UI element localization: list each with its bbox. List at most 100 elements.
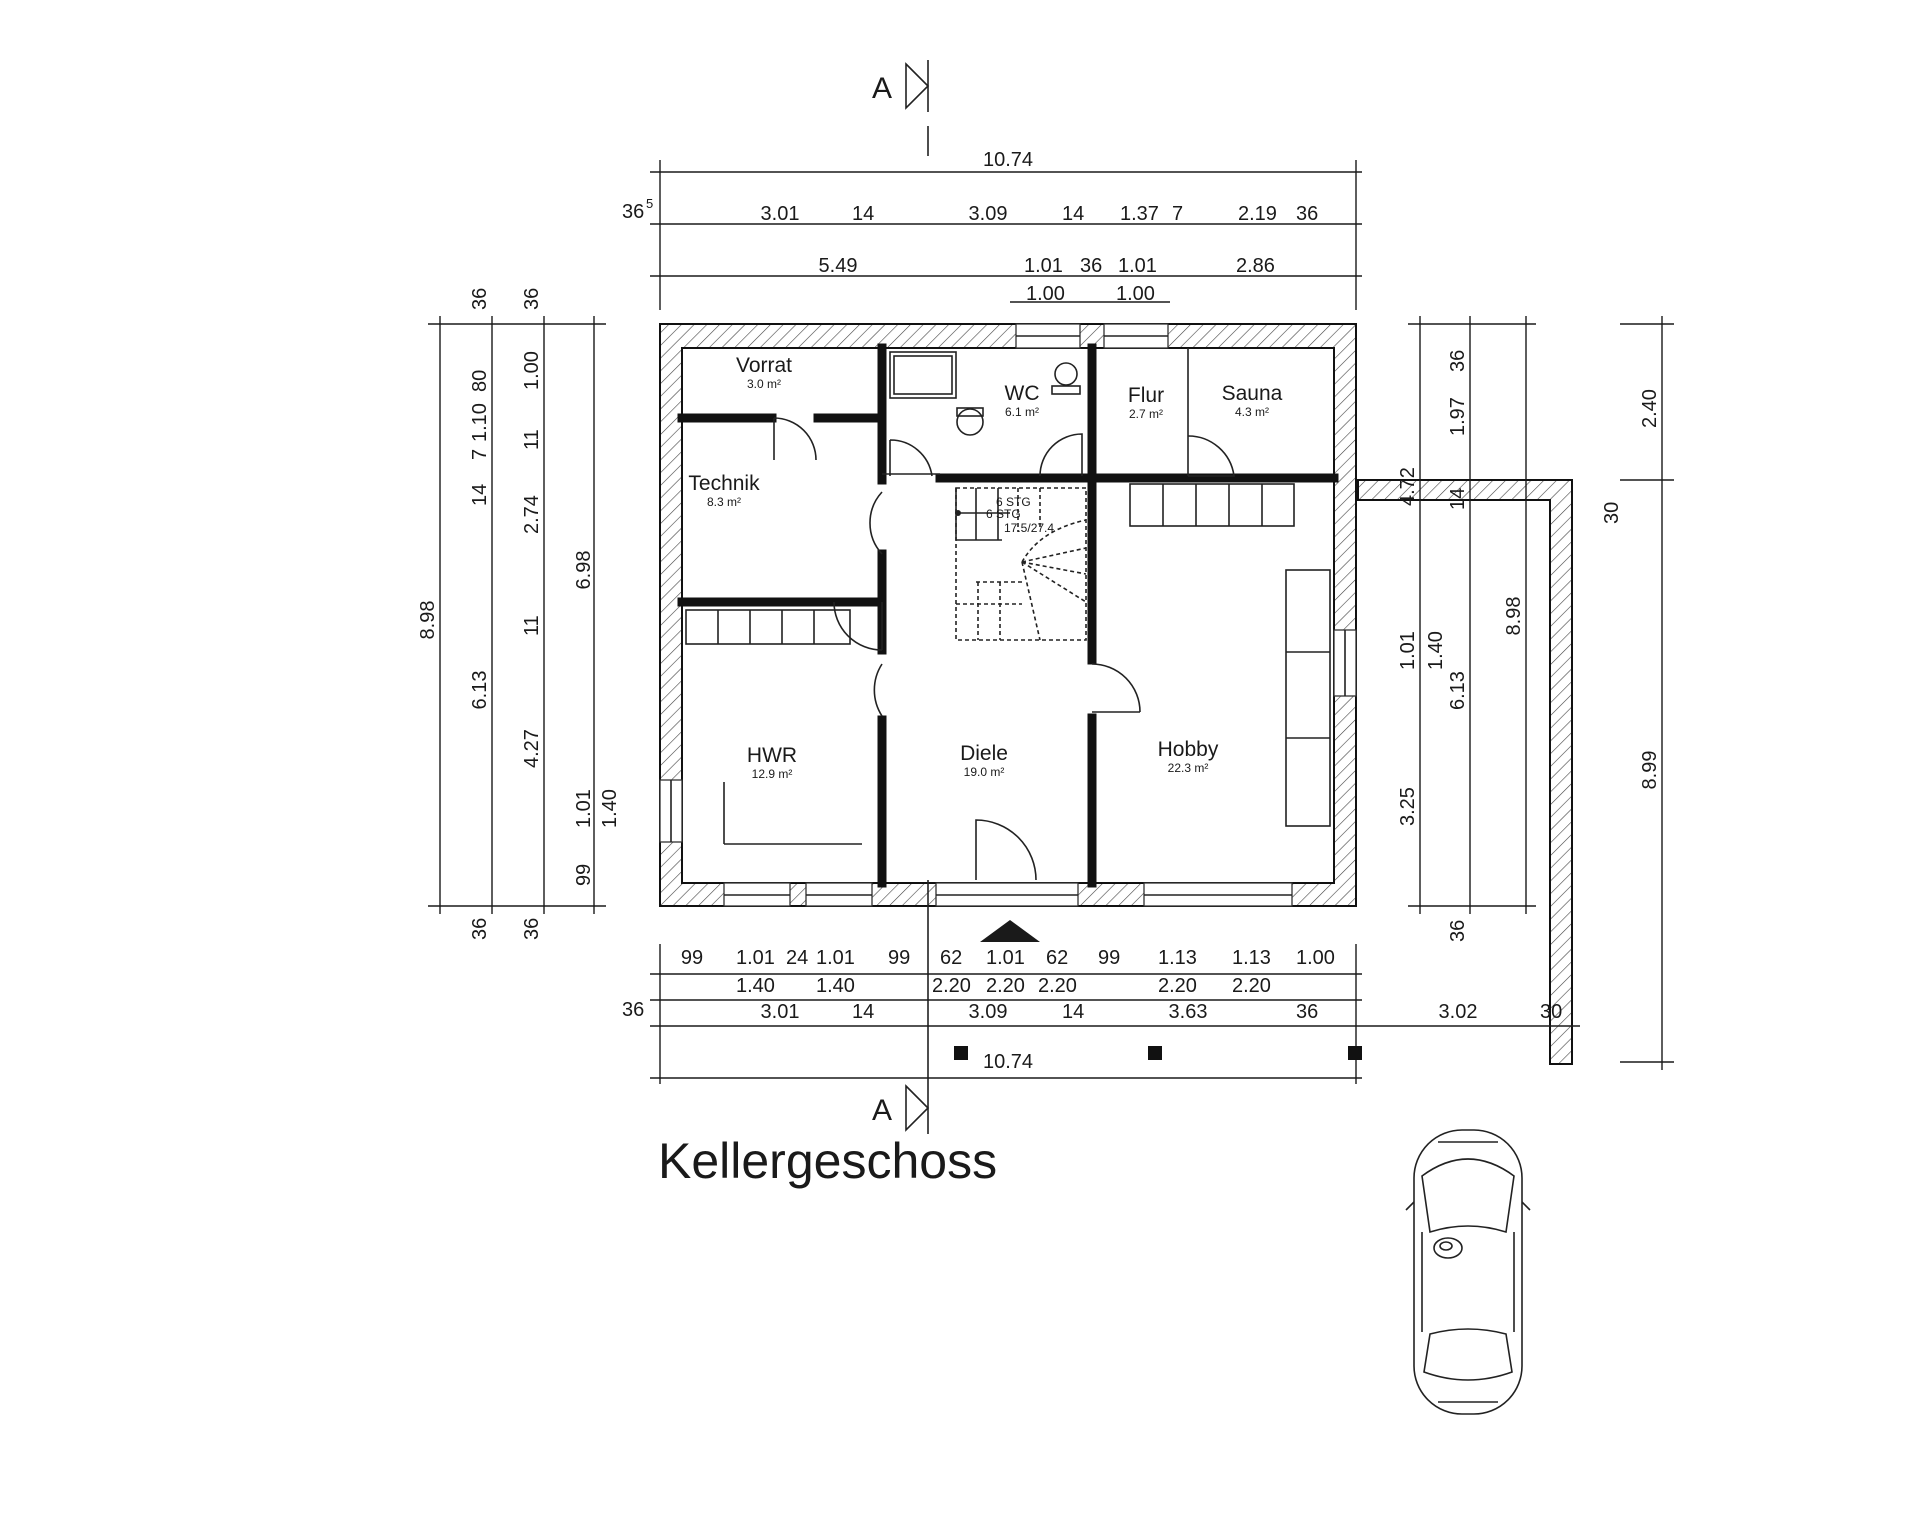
dim-top-a: 36 <box>622 201 644 223</box>
dim-bot-28: 30 <box>1540 1001 1562 1023</box>
dim-left-5: 14 <box>469 484 491 506</box>
dim-right-13: 8.99 <box>1639 751 1661 790</box>
dim-top-p: 1.00 <box>1116 283 1155 305</box>
dim-bot-8: 62 <box>1046 947 1068 969</box>
dim-bot-22: 14 <box>852 1001 874 1023</box>
dim-bot-9: 99 <box>1098 947 1120 969</box>
dim-top-d: 3.09 <box>969 203 1008 225</box>
dim-top-j: 5.49 <box>819 255 858 277</box>
dim-left-16: 1.01 <box>573 789 595 828</box>
dimensions-bottom: 99 1.01 24 1.01 99 62 1.01 62 99 1.13 1.… <box>622 944 1580 1084</box>
dim-right-4: 3.25 <box>1397 787 1419 826</box>
dim-left-9: 1.00 <box>521 351 543 390</box>
dim-bot-12: 1.00 <box>1296 947 1335 969</box>
doors <box>773 417 1235 881</box>
dim-left-8: 36 <box>521 288 543 310</box>
dim-bot-1: 99 <box>681 947 703 969</box>
dimensions-left: 8.98 36 80 1.10 7 14 6.13 36 36 1.00 11 … <box>417 288 621 940</box>
dim-left-13: 4.27 <box>521 729 543 768</box>
dim-right-3: 1.40 <box>1425 631 1447 670</box>
dim-bot-6: 62 <box>940 947 962 969</box>
dim-left-18: 99 <box>573 864 595 886</box>
dim-bot-24: 14 <box>1062 1001 1084 1023</box>
room-name-sauna: Sauna <box>1222 382 1283 405</box>
car-icon <box>1405 1129 1531 1415</box>
dim-right-5: 36 <box>1447 920 1469 942</box>
dim-bot-13: 1.40 <box>736 975 775 997</box>
dim-left-3: 1.10 <box>469 403 491 442</box>
stair-label: 6 STG <box>996 495 1031 509</box>
dim-bot-15: 2.20 <box>932 975 971 997</box>
room-labels: Vorrat 3.0 m² WC 6.1 m² Flur 2.7 m² Saun… <box>688 354 1282 781</box>
section-label-top: A <box>872 72 892 105</box>
dim-right-6: 1.97 <box>1447 397 1469 436</box>
room-area-vorrat: 3.0 m² <box>747 377 781 391</box>
dim-left-15: 6.98 <box>573 551 595 590</box>
plan-title: Kellergeschoss <box>658 1133 997 1189</box>
room-area-diele: 19.0 m² <box>964 765 1005 779</box>
dim-right-1: 4.72 <box>1397 467 1419 506</box>
dim-top-e: 14 <box>1062 203 1084 225</box>
dim-bot-total: 10.74 <box>983 1051 1033 1073</box>
dim-top-g: 7 <box>1172 203 1183 225</box>
room-area-technik: 8.3 m² <box>707 495 741 509</box>
room-name-technik: Technik <box>688 472 760 495</box>
dim-top-total: 10.74 <box>983 149 1033 171</box>
stair-ratio: 17.5/27.4 <box>1004 521 1054 535</box>
dim-top-f: 1.37 <box>1120 203 1159 225</box>
dim-bot-10: 1.13 <box>1158 947 1197 969</box>
room-area-flur: 2.7 m² <box>1129 407 1163 421</box>
section-label-bottom: A <box>872 1094 892 1127</box>
room-name-hwr: HWR <box>747 744 797 767</box>
dim-top-h: 2.19 <box>1238 203 1277 225</box>
stairs: 6 STG 6 STG 17.5/27.4 <box>955 487 1087 641</box>
dim-bot-4: 1.01 <box>816 947 855 969</box>
dim-right-7: 36 <box>1447 350 1469 372</box>
room-area-sauna: 4.3 m² <box>1235 405 1269 419</box>
room-area-hobby: 22.3 m² <box>1168 761 1209 775</box>
section-marker-bottom: A <box>872 880 930 1134</box>
dim-right-9: 6.13 <box>1447 671 1469 710</box>
dim-left-14: 36 <box>521 918 543 940</box>
dim-bot-17: 2.20 <box>1038 975 1077 997</box>
dim-left-7: 36 <box>469 918 491 940</box>
dim-left-17: 1.40 <box>599 789 621 828</box>
dim-top-m: 1.01 <box>1118 255 1157 277</box>
dim-bot-19: 2.20 <box>1232 975 1271 997</box>
dim-bot-14: 1.40 <box>816 975 855 997</box>
dim-left-10: 11 <box>521 429 543 450</box>
dimensions-right: 4.72 1.01 1.40 3.25 36 1.97 36 14 6.13 8… <box>1397 316 1674 1070</box>
room-area-hwr: 12.9 m² <box>752 767 793 781</box>
room-name-hobby: Hobby <box>1158 738 1219 761</box>
fixtures <box>685 351 1331 845</box>
dim-top-n: 2.86 <box>1236 255 1275 277</box>
column-marker-icon <box>1348 1046 1362 1060</box>
dim-left-4: 7 <box>469 449 491 460</box>
dim-sup: 5 <box>646 196 653 211</box>
dim-bot-27: 3.02 <box>1439 1001 1478 1023</box>
dim-top-o: 1.00 <box>1026 283 1065 305</box>
dim-right-10: 8.98 <box>1503 597 1525 636</box>
dim-left-12: 11 <box>521 615 543 636</box>
dim-bot-26: 36 <box>1296 1001 1318 1023</box>
dim-top-i: 36 <box>1296 203 1318 225</box>
dim-bot-23: 3.09 <box>969 1001 1008 1023</box>
dim-bot-25: 3.63 <box>1169 1001 1208 1023</box>
room-name-flur: Flur <box>1128 384 1164 407</box>
dim-bot-20: 36 <box>622 999 644 1021</box>
dim-bot-2: 1.01 <box>736 947 775 969</box>
dim-left-2: 80 <box>469 370 491 392</box>
interior-walls <box>677 343 1339 888</box>
room-area-wc: 6.1 m² <box>1005 405 1039 419</box>
dim-left-11: 2.74 <box>521 495 543 534</box>
dim-bot-18: 2.20 <box>1158 975 1197 997</box>
dim-bot-11: 1.13 <box>1232 947 1271 969</box>
stair-label-2: 6 STG <box>986 507 1021 521</box>
dim-bot-3: 24 <box>786 947 808 969</box>
section-marker-top: A <box>872 60 930 156</box>
dim-right-8: 14 <box>1447 488 1469 510</box>
dim-right-2: 1.01 <box>1397 631 1419 670</box>
dim-left-1: 36 <box>469 288 491 310</box>
dimensions-top: 10.74 36 5 3.01 14 3.09 14 1.37 7 2.19 3… <box>622 149 1362 310</box>
